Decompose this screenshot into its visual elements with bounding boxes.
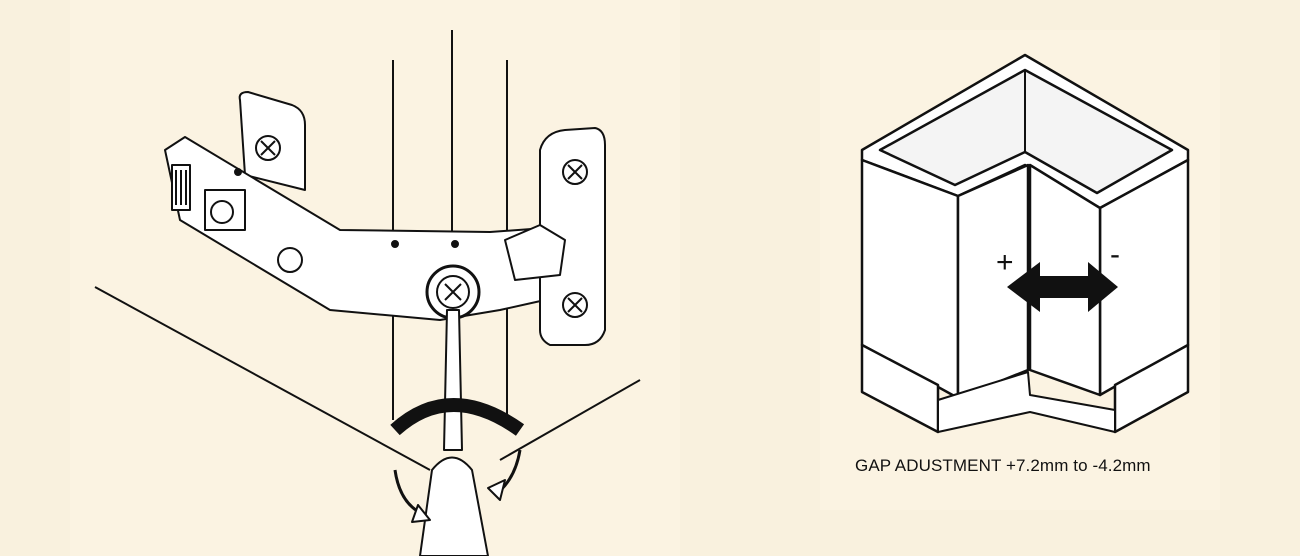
gap-adjustment-caption: GAP ADUSTMENT +7.2mm to -4.2mm — [855, 456, 1151, 475]
hinge-arm — [164, 136, 546, 321]
plus-sign: + — [996, 246, 1014, 279]
screwdriver-icon — [390, 309, 525, 556]
cabinet-doors — [937, 163, 1116, 433]
hinge-plate-left — [238, 91, 306, 191]
hinge-plate-right — [504, 127, 606, 346]
double-arrow-icon — [1007, 262, 1118, 312]
minus-sign: - — [1110, 238, 1120, 271]
cabinet-sides — [860, 158, 1190, 434]
